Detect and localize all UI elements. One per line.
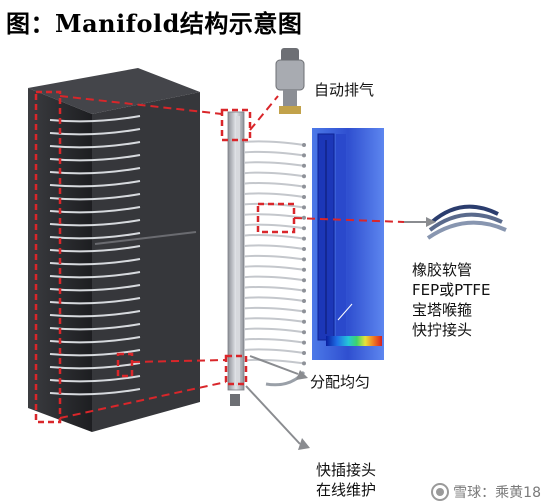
- manifold-branch-pipe: [243, 171, 305, 178]
- branch-connector: [302, 247, 306, 251]
- hose-spec-line-3: 宝塔喉箍: [412, 301, 473, 319]
- rack-inlet-box: [34, 90, 62, 424]
- branch-connector: [302, 330, 306, 335]
- quick-plug-line-1: 快插接头: [316, 461, 377, 479]
- manifold-middle-box: [256, 202, 296, 234]
- manifold-branch-pipe: [243, 275, 305, 282]
- highlight-boxes: [34, 90, 296, 424]
- manifold-branch-pipe: [243, 150, 305, 157]
- rack-bottom-box: [116, 352, 134, 378]
- quick-plug-labels: 快插接头 在线维护: [316, 460, 376, 500]
- hose-spec-line-4: 快拧接头: [412, 321, 473, 339]
- manifold-branch-pipe: [243, 338, 305, 344]
- watermark-text: 雪球：乘黄18: [453, 485, 541, 501]
- watermark: 雪球：乘黄18: [431, 482, 541, 502]
- manifold-branch-pipe: [243, 348, 305, 354]
- manifold-branch-pipe: [243, 327, 305, 334]
- branch-connector: [302, 257, 306, 262]
- rack-hose: [49, 219, 141, 227]
- branch-connector: [302, 205, 306, 210]
- rack-hose: [49, 232, 141, 240]
- manifold-branch-pipe: [243, 317, 305, 323]
- branch-connector: [302, 236, 306, 241]
- manifold-branch-pipe: [243, 286, 305, 292]
- manifold-branch-pipe: [243, 140, 305, 146]
- manifold-branch-pipe: [243, 358, 305, 365]
- manifold-bottom-box: [224, 354, 248, 386]
- branch-connector: [302, 340, 306, 345]
- rack-hose: [49, 141, 141, 149]
- branch-connector: [302, 267, 306, 272]
- manifold-branch-pipe: [243, 306, 305, 313]
- hose-spec-line-2: FEP或PTFE: [412, 281, 491, 299]
- rack-hose: [49, 271, 141, 279]
- branch-connector: [302, 215, 306, 220]
- manifold-branch-pipe: [243, 265, 305, 271]
- rack-hose: [49, 349, 141, 357]
- manifold-top-box: [220, 108, 252, 142]
- leader-lines: [59, 95, 405, 419]
- branch-connector: [302, 299, 306, 303]
- rubber-hose-icon: [426, 204, 507, 240]
- snowball-logo-icon: [431, 483, 450, 501]
- manifold-branch-pipe: [243, 254, 305, 261]
- branch-connector: [302, 153, 306, 158]
- arrow-icons: [245, 217, 436, 450]
- auto-exhaust-label: 自动排气: [314, 81, 375, 99]
- figure-title: 图：Manifold结构示意图: [6, 9, 303, 38]
- branch-connector: [302, 361, 306, 366]
- branch-connector: [302, 278, 306, 283]
- branch-connector: [302, 174, 306, 179]
- manifold-branch-pipe: [243, 192, 305, 198]
- hose-spec-labels: 橡胶软管 FEP或PTFE 宝塔喉箍 快拧接头: [412, 260, 490, 340]
- branch-connector: [302, 288, 306, 293]
- quick-plug-line-2: 在线维护: [316, 481, 377, 499]
- manifold-branch-pipe: [243, 161, 305, 167]
- manifold-branch-pipe: [243, 223, 305, 230]
- manifold-branch-pipe: [243, 244, 305, 250]
- manifold-branch-pipe: [243, 213, 305, 219]
- manifold-pipes: [243, 140, 306, 366]
- branch-connector: [302, 226, 306, 231]
- branch-connector: [302, 143, 306, 147]
- manifold-branch-pipe: [243, 182, 305, 188]
- manifold-branch-pipe: [243, 296, 305, 302]
- branch-connector: [302, 351, 306, 355]
- server-rack: [28, 68, 200, 432]
- hose-spec-line-1: 橡胶软管: [412, 261, 473, 279]
- branch-connector: [302, 319, 306, 324]
- rack-hose: [49, 310, 141, 318]
- manifold-branch-pipe: [243, 234, 305, 240]
- branch-connector: [302, 184, 306, 189]
- even-distribution-label: 分配均匀: [310, 373, 371, 391]
- branch-connector: [302, 163, 306, 168]
- branch-connector: [302, 195, 306, 199]
- manifold-column: [227, 111, 306, 391]
- simulation-panel: [312, 128, 384, 360]
- branch-connector: [302, 309, 306, 314]
- exhaust-valve-icon: [275, 48, 305, 114]
- rack-hose: [49, 180, 141, 188]
